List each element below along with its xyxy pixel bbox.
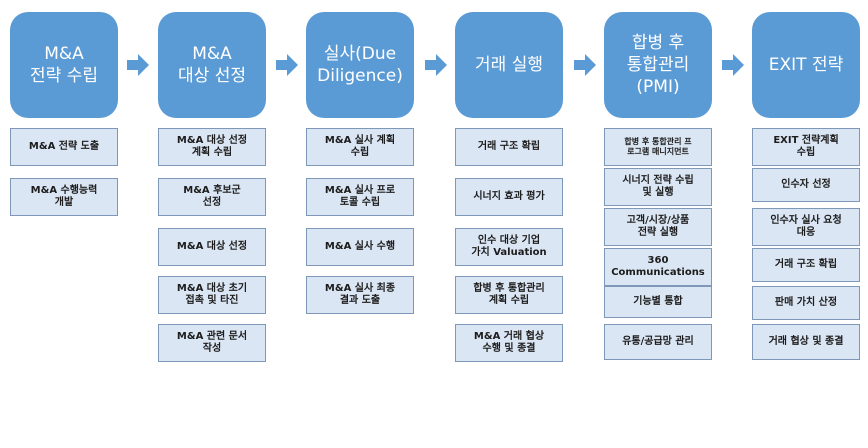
arrow-right-icon [425, 54, 447, 76]
task-box: 거래 구조 확립 [752, 248, 860, 282]
stage-header-strategy: M&A 전략 수립 [10, 12, 118, 118]
task-box: M&A 전략 도출 [10, 128, 118, 166]
task-box: 시너지 전략 수립 및 실행 [604, 168, 712, 206]
arrow-right-icon [127, 54, 149, 76]
task-box: 기능별 통합 [604, 286, 712, 318]
task-box: 거래 협상 및 종결 [752, 324, 860, 360]
stage-header-due-diligence: 실사(Due Diligence) [306, 12, 414, 118]
task-box: M&A 대상 초기 접촉 및 타진 [158, 276, 266, 314]
stage-header-deal-execution: 거래 실행 [455, 12, 563, 118]
task-box: 360 Communications [604, 248, 712, 286]
task-box: 거래 구조 확립 [455, 128, 563, 166]
stage-header-target-selection: M&A 대상 선정 [158, 12, 266, 118]
task-box: 인수자 실사 요청 대응 [752, 208, 860, 246]
arrow-right-icon [574, 54, 596, 76]
task-box: M&A 대상 선정 계획 수립 [158, 128, 266, 166]
stage-header-pmi: 합병 후 통합관리 (PMI) [604, 12, 712, 118]
task-box: M&A 관련 문서 작성 [158, 324, 266, 362]
task-box: M&A 거래 협상 수행 및 종결 [455, 324, 563, 362]
task-box: M&A 실사 계획 수립 [306, 128, 414, 166]
task-box: 인수 대상 기업 가치 Valuation [455, 228, 563, 266]
task-box: 유통/공급망 관리 [604, 324, 712, 360]
task-box: M&A 실사 수행 [306, 228, 414, 266]
arrow-right-icon [276, 54, 298, 76]
task-box: 고객/시장/상품 전략 실행 [604, 208, 712, 246]
arrow-right-icon [722, 54, 744, 76]
task-box: EXIT 전략계획 수립 [752, 128, 860, 166]
task-box: 판매 가치 산정 [752, 286, 860, 320]
task-box: M&A 후보군 선정 [158, 178, 266, 216]
task-box: 합병 후 통합관리 프 로그램 매니지먼트 [604, 128, 712, 166]
stage-header-exit: EXIT 전략 [752, 12, 860, 118]
task-box: 인수자 선정 [752, 168, 860, 202]
task-box: M&A 수행능력 개발 [10, 178, 118, 216]
task-box: M&A 대상 선정 [158, 228, 266, 266]
task-box: M&A 실사 프로 토콜 수립 [306, 178, 414, 216]
task-box: M&A 실사 최종 결과 도출 [306, 276, 414, 314]
task-box: 합병 후 통합관리 계획 수립 [455, 276, 563, 314]
task-box: 시너지 효과 평가 [455, 178, 563, 216]
